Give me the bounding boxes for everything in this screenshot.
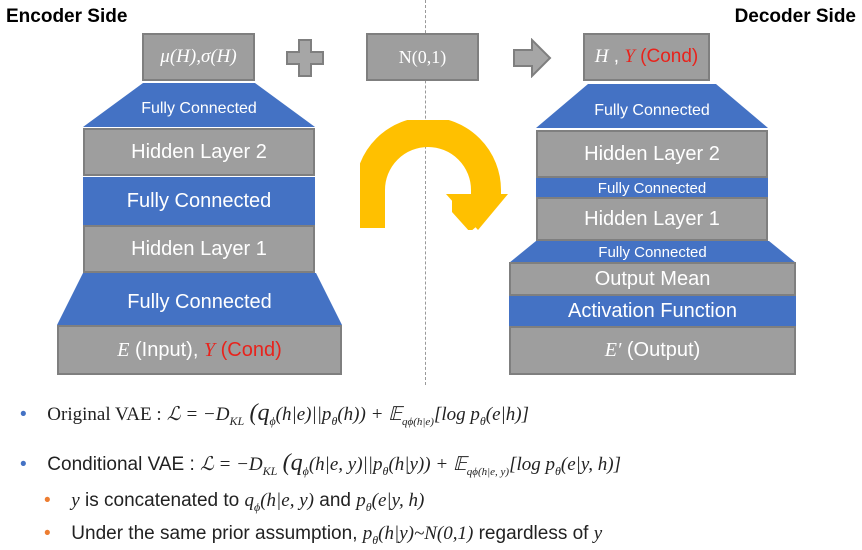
s2-theta: θ (372, 532, 379, 547)
encoder-fc-mid: Fully Connected (83, 177, 315, 225)
b1-end: [log p (433, 404, 480, 425)
decoder-output-label: (Output) (621, 339, 701, 361)
decoder-output-e: E′ (604, 339, 622, 361)
b2-tail: (h|e, y)||p (308, 454, 383, 475)
b1-tail: (h|e)||p (275, 404, 332, 425)
encoder-fc-top-shape (83, 83, 315, 127)
sub-bullet-concat: • y is concatenated to qϕ(h|e, y) and pθ… (44, 490, 424, 515)
plus-icon (286, 39, 324, 77)
b2-sub: qϕ(h|e, y) (466, 465, 510, 478)
b2-end2: (e|y, h)] (560, 454, 622, 475)
noise-box: N(0,1) (366, 33, 479, 81)
b2-theta: θ (382, 463, 389, 478)
decoder-output-mean: Output Mean (509, 262, 796, 296)
b1-label: Original VAE : (47, 404, 162, 425)
bullet-dot: • (20, 404, 27, 425)
decoder-input-box: H , Y (Cond) (583, 33, 710, 81)
b2-formula: ℒ = −D (200, 454, 263, 475)
encoder-input-label: (Input), (129, 338, 204, 361)
s1-qargs: (h|e, y) (260, 490, 314, 511)
decoder-h: H (594, 46, 609, 67)
decoder-fc-bottom-shape (509, 241, 796, 263)
b2-theta2: θ (555, 463, 561, 478)
s1-and: and (313, 490, 357, 511)
s1-q: q (244, 490, 255, 511)
b1-sub: qϕ(h|e) (402, 415, 434, 428)
encoder-hidden-layer-1: Hidden Layer 1 (83, 225, 315, 273)
b1-phi: ϕ (269, 413, 276, 428)
decoder-sep: , (608, 46, 625, 67)
s2-tail: regardless of (473, 523, 594, 544)
b1-end2: (e|h)] (485, 404, 530, 425)
encoder-fc-bottom-shape (57, 273, 342, 325)
s2-y: y (593, 523, 603, 544)
sub-bullet-dot: • (44, 490, 51, 511)
s1-y: y (71, 490, 80, 511)
sub-bullet-dot: • (44, 523, 51, 544)
decoder-output-box: E′ (Output) (509, 326, 796, 375)
s2-p: p (362, 523, 373, 544)
s1-p: p (356, 490, 366, 511)
b1-tail2: (h)) + 𝔼 (337, 404, 403, 425)
right-arrow-icon (513, 38, 552, 78)
b1-kl: KL (229, 413, 245, 428)
encoder-input-y: Y (203, 338, 216, 361)
decoder-activation: Activation Function (509, 296, 796, 326)
decoder-fc-top-shape (536, 84, 768, 128)
center-divider (425, 0, 426, 385)
bullet-original-vae: • Original VAE : ℒ = −DKL (qϕ(h|e)||pθ(h… (20, 400, 529, 429)
b2-kl: KL (262, 463, 278, 478)
b2-tail2: (h|y)) + 𝔼 (388, 454, 467, 475)
b2-rest: (q (282, 450, 303, 476)
encoder-fc-top-label: Fully Connected (141, 100, 257, 117)
noise-label: N(0,1) (398, 46, 447, 67)
b1-theta2: θ (479, 413, 486, 428)
decoder-title: Decoder Side (734, 6, 856, 27)
s2-text: Under the same prior assumption, (71, 523, 363, 544)
decoder-fc-top-label: Fully Connected (594, 102, 710, 119)
decoder-hidden-layer-2: Hidden Layer 2 (536, 130, 768, 178)
b2-label: Conditional VAE : (47, 454, 195, 475)
encoder-input-e: E (117, 338, 130, 361)
b2-phi: ϕ (302, 463, 309, 478)
sub-bullet-prior: • Under the same prior assumption, pθ(h|… (44, 523, 602, 548)
s1-theta: θ (365, 499, 372, 514)
b1-formula: ℒ = −D (166, 404, 230, 425)
decoder-y: Y (624, 46, 635, 67)
encoder-fc-bottom-label: Fully Connected (127, 290, 272, 313)
b1-theta: θ (331, 413, 338, 428)
bullet-dot: • (20, 454, 27, 475)
encoder-hidden-layer-2: Hidden Layer 2 (83, 128, 315, 176)
b2-end: [log p (509, 454, 556, 475)
decoder-fc-bottom-label: Fully Connected (598, 243, 707, 261)
decoder-fc-mid: Fully Connected (536, 178, 768, 198)
curved-arrow-icon (360, 120, 508, 230)
encoder-input-cond: (Cond) (215, 338, 282, 361)
encoder-latent-box: μ(H),σ(H) (142, 33, 255, 81)
b1-rest: (q (249, 400, 270, 426)
s1-phi: ϕ (254, 499, 261, 514)
bullet-conditional-vae: • Conditional VAE : ℒ = −DKL (qϕ(h|e, y)… (20, 450, 621, 479)
decoder-hidden-layer-1: Hidden Layer 1 (536, 197, 768, 241)
encoder-input-box: E (Input), Y (Cond) (57, 325, 342, 375)
encoder-title: Encoder Side (6, 6, 128, 27)
s2-pargs: (h|y)~N(0,1) (378, 523, 474, 544)
s1-pargs: (e|y, h) (371, 490, 425, 511)
decoder-cond: (Cond) (634, 46, 699, 67)
encoder-latent-label: μ(H),σ(H) (160, 46, 237, 67)
s1-text: is concatenated to (79, 490, 245, 511)
